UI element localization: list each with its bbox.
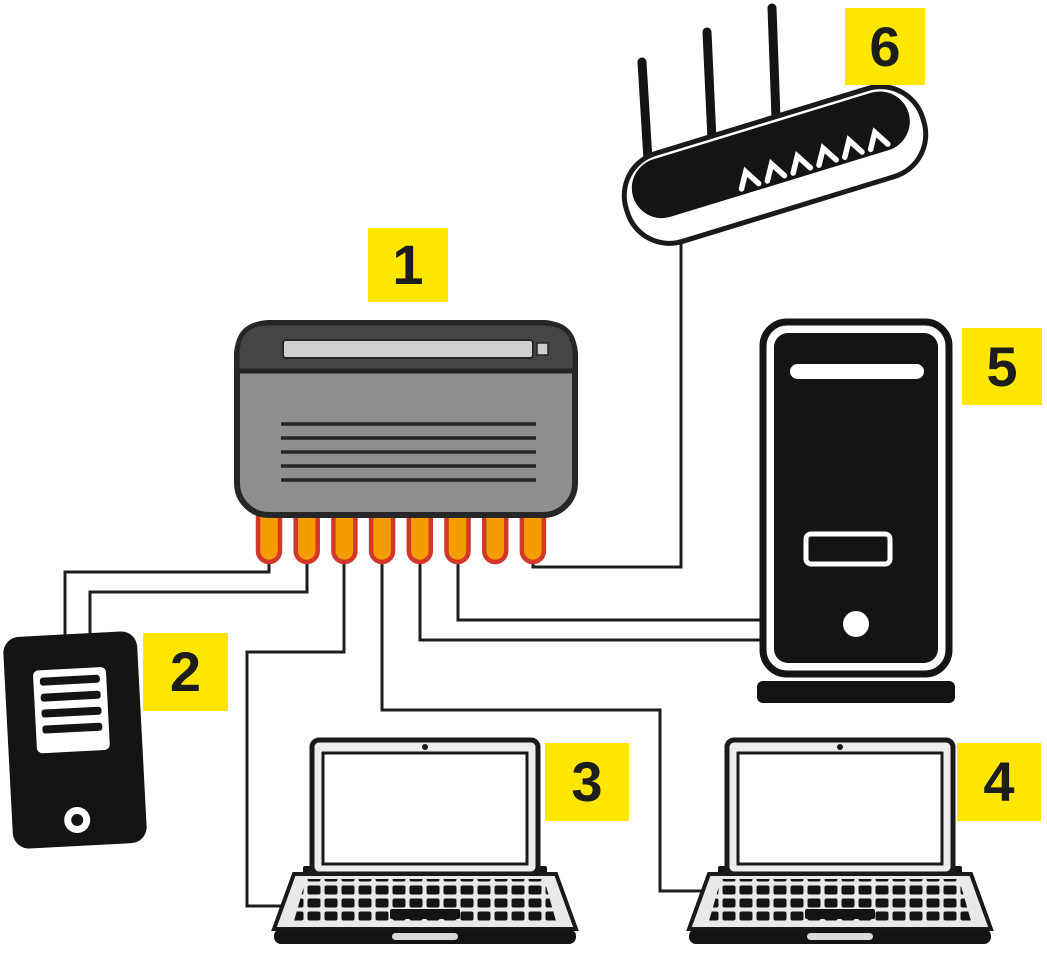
- tablet-home-button-dot: [71, 813, 84, 826]
- cable-port3-laptop-left: [245, 556, 346, 908]
- switch-slot-notch: [536, 342, 549, 356]
- tower-optical-drive: [790, 364, 924, 379]
- tablet-icon: [3, 631, 147, 849]
- cable-port6-tower: [456, 556, 768, 622]
- wireless-router-icon: [621, 3, 929, 246]
- tower-drive-bay: [803, 531, 893, 567]
- tablet-text-lines: [39, 674, 103, 734]
- cable-port2-tablet: [88, 556, 309, 642]
- label-wireless-router: 6: [845, 8, 925, 85]
- switch-vents: [281, 422, 536, 482]
- cable-port5-tower: [418, 556, 768, 642]
- router-leds: [738, 127, 891, 192]
- router-top-face: [631, 91, 910, 219]
- label-network-switch: 1: [368, 228, 448, 302]
- switch-slot: [282, 339, 534, 359]
- label-desktop-tower: 5: [962, 328, 1042, 405]
- label-tablet: 2: [143, 633, 228, 711]
- desktop-tower-icon: [757, 318, 955, 703]
- tower-power-button: [843, 611, 869, 637]
- router-antennas: [637, 3, 781, 165]
- tower-base: [757, 681, 955, 703]
- cable-port4-laptop-right: [380, 556, 706, 893]
- laptop-left-icon: [274, 740, 576, 944]
- laptop-right-icon: [689, 740, 991, 944]
- label-laptop-right: 4: [957, 743, 1041, 821]
- tower-body: [774, 333, 938, 663]
- cable-port1-tablet: [63, 556, 271, 638]
- network-switch-icon: [234, 320, 578, 565]
- label-laptop-left: 3: [545, 743, 629, 821]
